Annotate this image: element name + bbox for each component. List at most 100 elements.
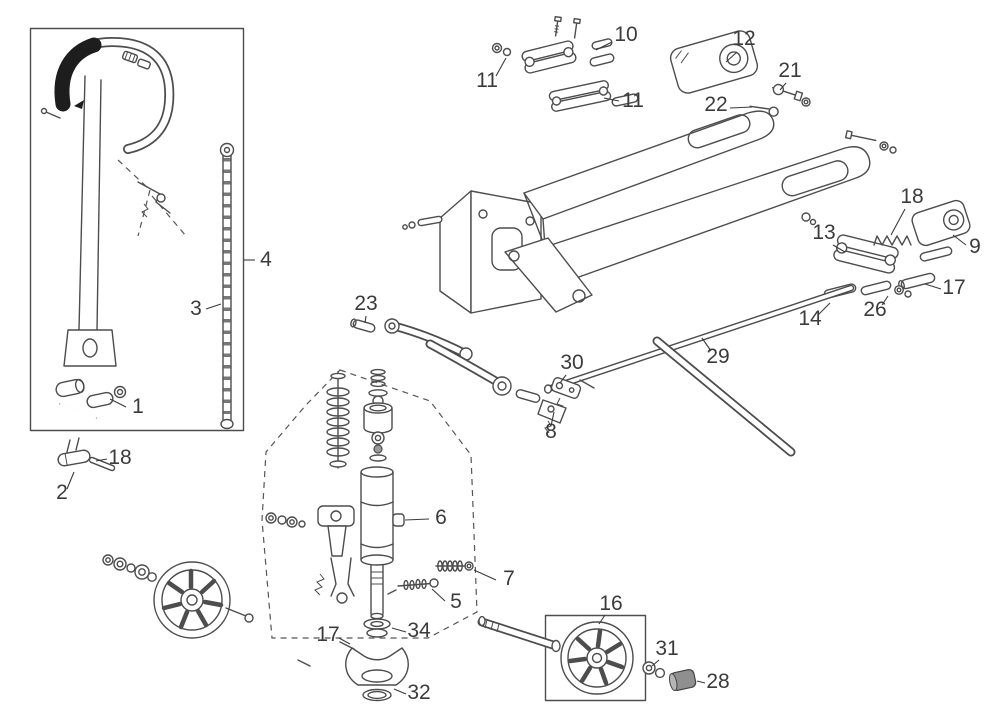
valve-stack: [363, 368, 393, 462]
washer-hole: [494, 45, 500, 51]
pin-17-right: [898, 272, 936, 291]
callout-label-part-28: 28: [706, 670, 729, 693]
fork-near-cutout: [781, 160, 849, 197]
callout-label-part-6: 6: [435, 506, 447, 529]
callout-leader-part-21: [779, 82, 787, 91]
callout-label-part-17-bottom: 17: [316, 623, 339, 646]
crank-pivot-a: [384, 318, 400, 334]
wheel-bolt-head: [244, 613, 254, 623]
link-pin-top: [591, 38, 613, 50]
callout-label-part-13: 13: [812, 221, 835, 244]
tie-rod-core: [546, 286, 853, 391]
mount-bracket-group: [265, 505, 355, 604]
tiny-pins: [66, 437, 80, 453]
ring-31-b: [654, 667, 666, 679]
small-pin: [45, 111, 61, 119]
frame-pin: [417, 215, 443, 227]
washer-26-b: [904, 290, 912, 298]
callout-leader-part-14: [817, 302, 831, 316]
bolt-21: [771, 83, 804, 102]
callout-leader-part-23: [364, 315, 367, 324]
frame-washer-b: [402, 224, 408, 230]
washer-21-hole: [803, 99, 809, 105]
bolt-a: [554, 15, 562, 37]
hydraulic-cylinder: [360, 466, 405, 620]
heel-pivot-a: [801, 212, 811, 222]
wheel-bolt: [225, 607, 247, 617]
yoke-32: [297, 641, 409, 702]
callout-leader-part-22: [729, 106, 753, 109]
load-wheel-hub: [586, 647, 608, 669]
link-plate-a: [521, 40, 577, 74]
washer-chain-3: [126, 563, 136, 573]
seal-rings-34: [363, 618, 391, 638]
support-hole-a: [508, 250, 520, 262]
washer-18-a: [879, 141, 889, 151]
crank-arm-group: [350, 318, 512, 396]
callout-label-part-10: 10: [614, 23, 637, 46]
callout-leader-part-13: [832, 244, 846, 253]
yoke-hole: [82, 338, 98, 358]
axle-lever-group: [57, 437, 116, 472]
clip-plate-b: [137, 58, 151, 70]
callout-leader-part-10: [595, 41, 613, 51]
callout-leader-part-7: [473, 569, 497, 581]
callout-leader-part-11-a: [495, 57, 507, 77]
lower-rod-core: [654, 338, 794, 455]
washer-chain-1: [102, 554, 114, 566]
ring-31-a: [642, 661, 656, 675]
callout-leader-part-34: [391, 627, 407, 633]
handle-assembly-group: [29, 27, 245, 432]
callout-label-part-9: 9: [969, 235, 981, 258]
steer-wheel-hub: [180, 588, 204, 612]
callout-label-part-34: 34: [407, 619, 431, 642]
fork-near: [544, 146, 871, 284]
load-wheel-box: [544, 614, 647, 702]
callout-leader-part-28: [696, 680, 706, 684]
callout-leader-part-1: [109, 398, 127, 408]
pin-17-bottom: [339, 641, 355, 650]
callout-label-part-22: 22: [704, 93, 727, 116]
frame-hole-a: [478, 209, 488, 219]
washer-small: [502, 47, 512, 57]
callout-label-part-4: 4: [260, 248, 272, 271]
bracket-8-hole: [547, 405, 555, 413]
spring-18: [873, 235, 912, 246]
bolt-22: [749, 105, 779, 117]
bolt-b: [573, 17, 581, 39]
axle-ridges: [484, 619, 500, 633]
tie-rod-end: [543, 384, 553, 394]
callout-leader-part-29: [701, 337, 712, 352]
support-hole-b: [572, 289, 586, 303]
clip-plate-a: [121, 50, 139, 64]
callout-leader-part-30: [559, 374, 567, 384]
washer-21: [801, 97, 811, 107]
pointer-arrow-icon: [74, 100, 84, 109]
callout-label-part-30: 30: [560, 351, 583, 374]
callout-label-part-23: 23: [354, 292, 377, 315]
callout-label-part-26: 26: [863, 298, 886, 321]
entry-roller-group: [669, 30, 811, 117]
load-wheel-group: [477, 614, 697, 702]
pin-head: [40, 107, 48, 115]
handle-mast: [78, 75, 102, 331]
callout-label-part-32: 32: [407, 681, 430, 704]
pin-26: [860, 280, 892, 296]
frame-washer-a: [408, 221, 416, 229]
callout-leader-part-11-b: [603, 97, 620, 102]
callout-leader-part-2: [66, 471, 75, 490]
valve-spring-7: [435, 560, 474, 572]
callout-leader-part-6: [404, 518, 430, 521]
link-plate-b: [548, 80, 612, 112]
callout-leader-part-32: [393, 688, 407, 695]
callout-label-part-18-left: 18: [108, 446, 131, 469]
adjuster-group-8: [515, 389, 567, 434]
link-pin-a: [589, 53, 615, 67]
heel-pivot-b: [809, 218, 817, 226]
callout-leader-part-12: [725, 51, 738, 63]
callout-leader-part-8: [550, 411, 555, 427]
lift-chain-rod: [219, 142, 235, 430]
handle-yoke: [63, 329, 117, 367]
callout-label-part-17-right: 17: [942, 276, 965, 299]
